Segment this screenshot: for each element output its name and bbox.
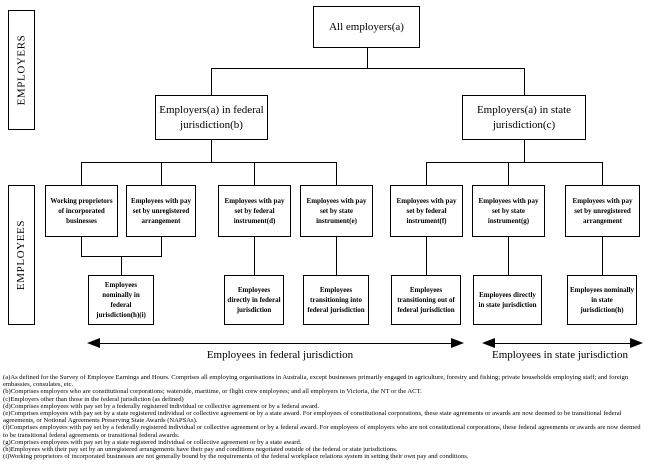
node-unregistered-federal-label: Employees with pay set by unregistered a… — [131, 196, 191, 226]
node-nominally-state: Employees nominally in state jurisdictio… — [567, 275, 637, 325]
node-state-instrument-g: Employees with pay set by state instrume… — [472, 185, 545, 237]
footnote-d: (d)Comprises employees with pay set by a… — [3, 402, 320, 410]
connector-drop-box5 — [426, 162, 427, 185]
employers-axis-box: EMPLOYERS — [8, 10, 35, 130]
node-transitioning-out-federal: Employees transitioning out of federal j… — [391, 275, 461, 325]
connector-drop-box6 — [508, 162, 509, 185]
node-all-employers: All employers(a) — [313, 6, 420, 48]
connector-level2-rail — [211, 68, 525, 69]
node-unregistered-federal: Employees with pay set by unregistered a… — [126, 185, 196, 237]
node-nominally-federal: Employees nominally in federal jurisdict… — [88, 275, 154, 325]
node-employers-state-label: Employers(a) in state jurisdiction(c) — [476, 103, 572, 131]
node-transitioning-out-federal-label: Employees transitioning out of federal j… — [397, 285, 455, 315]
state-arrow-left-icon — [482, 338, 495, 348]
connector-federal-drop — [211, 68, 212, 95]
employees-axis-label: EMPLOYEES — [15, 219, 28, 291]
connector-drop-box7 — [602, 162, 603, 185]
node-all-employers-label: All employers(a) — [329, 20, 404, 33]
connector-box4-down — [336, 237, 337, 275]
node-directly-federal: Employees directly in federal jurisdicti… — [224, 275, 284, 325]
connector-box3-down — [254, 237, 255, 275]
connector-drop-box4 — [336, 162, 337, 185]
node-unregistered-state-label: Employees with pay set by unregistered a… — [572, 196, 633, 226]
node-state-instrument-e: Employees with pay set by state instrume… — [300, 185, 373, 237]
connector-federal-rail — [81, 162, 337, 163]
footnote-h: (h)Employees with their pay set by an un… — [3, 446, 398, 454]
node-employers-federal-label: Employers(a) in federal jurisdiction(b) — [159, 103, 264, 131]
node-unregistered-state: Employees with pay set by unregistered a… — [565, 185, 640, 237]
state-arrow-label: Employees in state jurisdiction — [492, 349, 628, 361]
connector-federal-stem — [211, 140, 212, 162]
connector-root-stem — [367, 48, 368, 68]
footnote-g: (g)Comprises employees with pay set by a… — [3, 438, 302, 446]
node-working-proprietors: Working proprietors of incorporated busi… — [45, 185, 118, 237]
connector-state-drop — [524, 68, 525, 95]
footnote-a: (a)As defined for the Survey of Employee… — [3, 374, 629, 389]
connector-drop-box2 — [161, 162, 162, 185]
node-employers-state: Employers(a) in state jurisdiction(c) — [462, 95, 586, 140]
node-federal-instrument-d-label: Employees with pay set by federal instru… — [224, 196, 285, 226]
federal-arrow-left-icon — [87, 338, 100, 348]
employers-axis-label: EMPLOYERS — [15, 34, 28, 106]
federal-arrow-label: Employees in federal jurisdiction — [206, 349, 354, 361]
node-directly-state-label: Employees directly in state jurisdiction — [478, 290, 537, 309]
node-directly-federal-label: Employees directly in federal jurisdicti… — [227, 285, 281, 315]
employees-axis-box: EMPLOYEES — [8, 185, 35, 325]
footnote-f: (f)Comprises employees with pay set by a… — [3, 424, 641, 439]
node-transitioning-into-federal-label: Employees transitioning into federal jur… — [307, 285, 365, 315]
connector-box5-down — [426, 237, 427, 275]
connector-merge-drop — [121, 256, 122, 275]
node-federal-instrument-f-label: Employees with pay set by federal instru… — [396, 196, 457, 226]
connector-state-stem — [524, 140, 525, 162]
node-state-instrument-e-label: Employees with pay set by state instrume… — [306, 196, 367, 226]
node-nominally-federal-label: Employees nominally in federal jurisdict… — [96, 280, 146, 320]
footnotes-block: (a)As defined for the Survey of Employee… — [3, 374, 647, 460]
footnote-i: (i)Working proprietors of incorporated b… — [3, 453, 469, 461]
federal-arrow-line — [99, 343, 451, 344]
node-nominally-state-label: Employees nominally in state jurisdictio… — [570, 285, 634, 315]
footnote-c: (c)Employers other than those in the fed… — [3, 395, 184, 403]
footnote-b: (b)Comprises employers who are constitut… — [3, 388, 422, 396]
footnote-e: (e)Comprises employees with pay set by a… — [3, 410, 622, 425]
connector-drop-box1 — [81, 162, 82, 185]
connector-box1-down — [81, 237, 82, 256]
connector-state-rail — [426, 162, 603, 163]
node-federal-instrument-f: Employees with pay set by federal instru… — [390, 185, 463, 237]
state-arrow-line — [494, 343, 630, 344]
federal-arrow-right-icon — [451, 338, 464, 348]
connector-box6-down — [508, 237, 509, 275]
node-directly-state: Employees directly in state jurisdiction — [473, 275, 542, 325]
node-employers-federal: Employers(a) in federal jurisdiction(b) — [155, 95, 268, 140]
state-arrow-right-icon — [630, 338, 643, 348]
connector-box2-down — [161, 237, 162, 256]
node-transitioning-into-federal: Employees transitioning into federal jur… — [303, 275, 369, 325]
node-working-proprietors-label: Working proprietors of incorporated busi… — [50, 196, 113, 226]
node-federal-instrument-d: Employees with pay set by federal instru… — [218, 185, 291, 237]
connector-box7-down — [602, 237, 603, 275]
node-state-instrument-g-label: Employees with pay set by state instrume… — [478, 196, 539, 226]
connector-drop-box3 — [254, 162, 255, 185]
